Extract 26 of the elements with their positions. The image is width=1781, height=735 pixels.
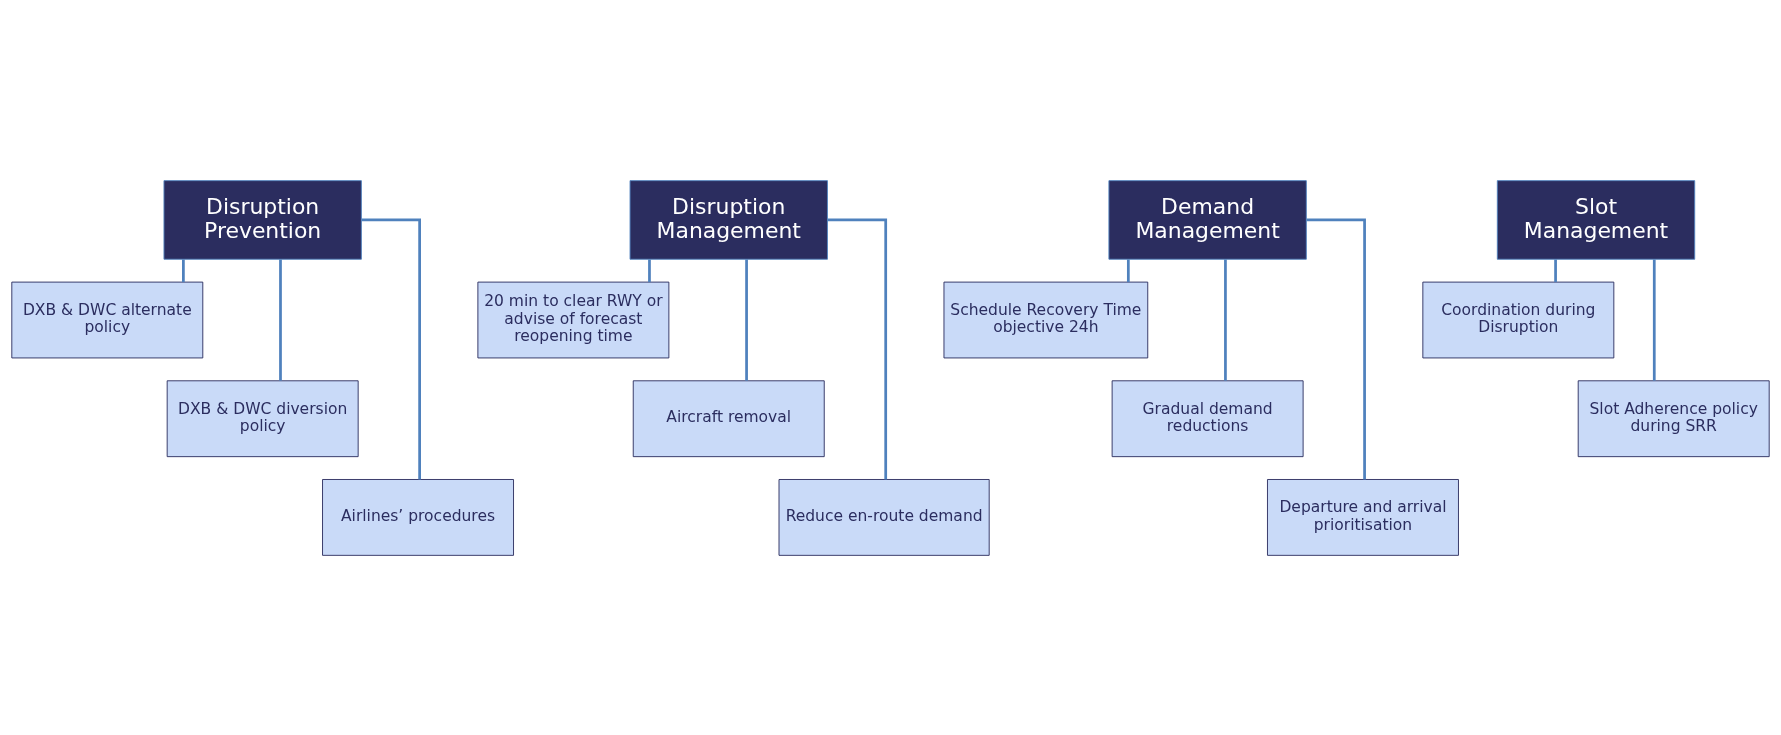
node-box: DXB & DWC alternate policy — [11, 281, 204, 358]
node-box: Schedule Recovery Time objective 24h — [943, 281, 1149, 358]
connector — [279, 258, 282, 381]
connector — [1224, 258, 1227, 381]
connector — [1554, 259, 1557, 282]
node-box: Reduce en-route demand — [778, 478, 990, 556]
connector — [182, 259, 185, 282]
connector — [1306, 218, 1366, 479]
node-box: DXB & DWC diversion policy — [166, 379, 359, 457]
node-box: Demand Management — [1108, 179, 1307, 260]
connector — [1126, 259, 1130, 282]
node-box: Gradual demand reductions — [1111, 379, 1304, 457]
connector — [648, 259, 651, 282]
connector — [361, 218, 421, 479]
node-box: Airlines’ procedures — [322, 478, 514, 556]
node-box: Aircraft removal — [632, 379, 825, 457]
node-box: Disruption Prevention — [163, 179, 362, 260]
node-box: 20 min to clear RWY or advise of forecast reopening time — [477, 281, 670, 358]
connector — [1652, 258, 1656, 381]
node-box: Slot Adherence policy during SRR — [1577, 379, 1770, 457]
node-box: Coordination during Disruption — [1422, 281, 1615, 358]
node-box: Disruption Management — [629, 179, 828, 260]
connector — [745, 258, 748, 381]
node-box: Departure and arrival prioritisation — [1267, 478, 1459, 556]
node-box: Slot Management — [1496, 179, 1696, 260]
connector — [827, 218, 888, 479]
